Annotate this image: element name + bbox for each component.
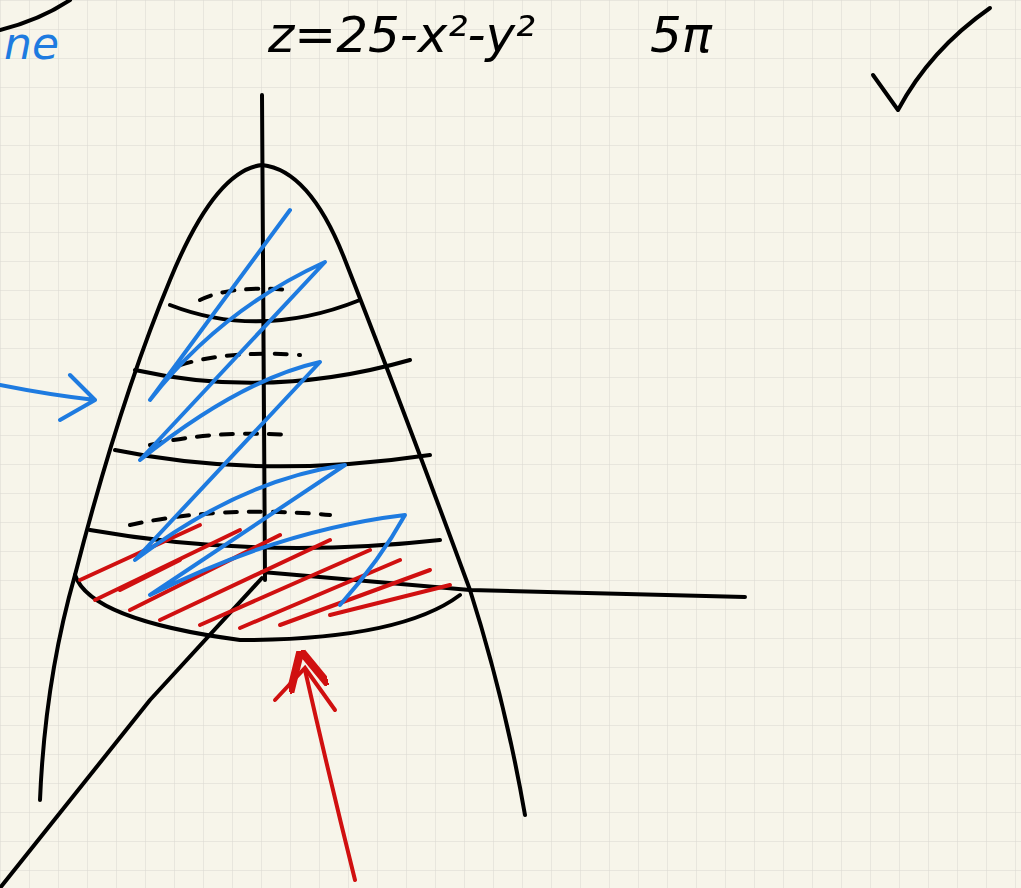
partial-note: ne <box>4 20 59 68</box>
surface-equation: z=25-x²-y² <box>268 8 535 63</box>
volume-value: 5π <box>650 8 712 63</box>
